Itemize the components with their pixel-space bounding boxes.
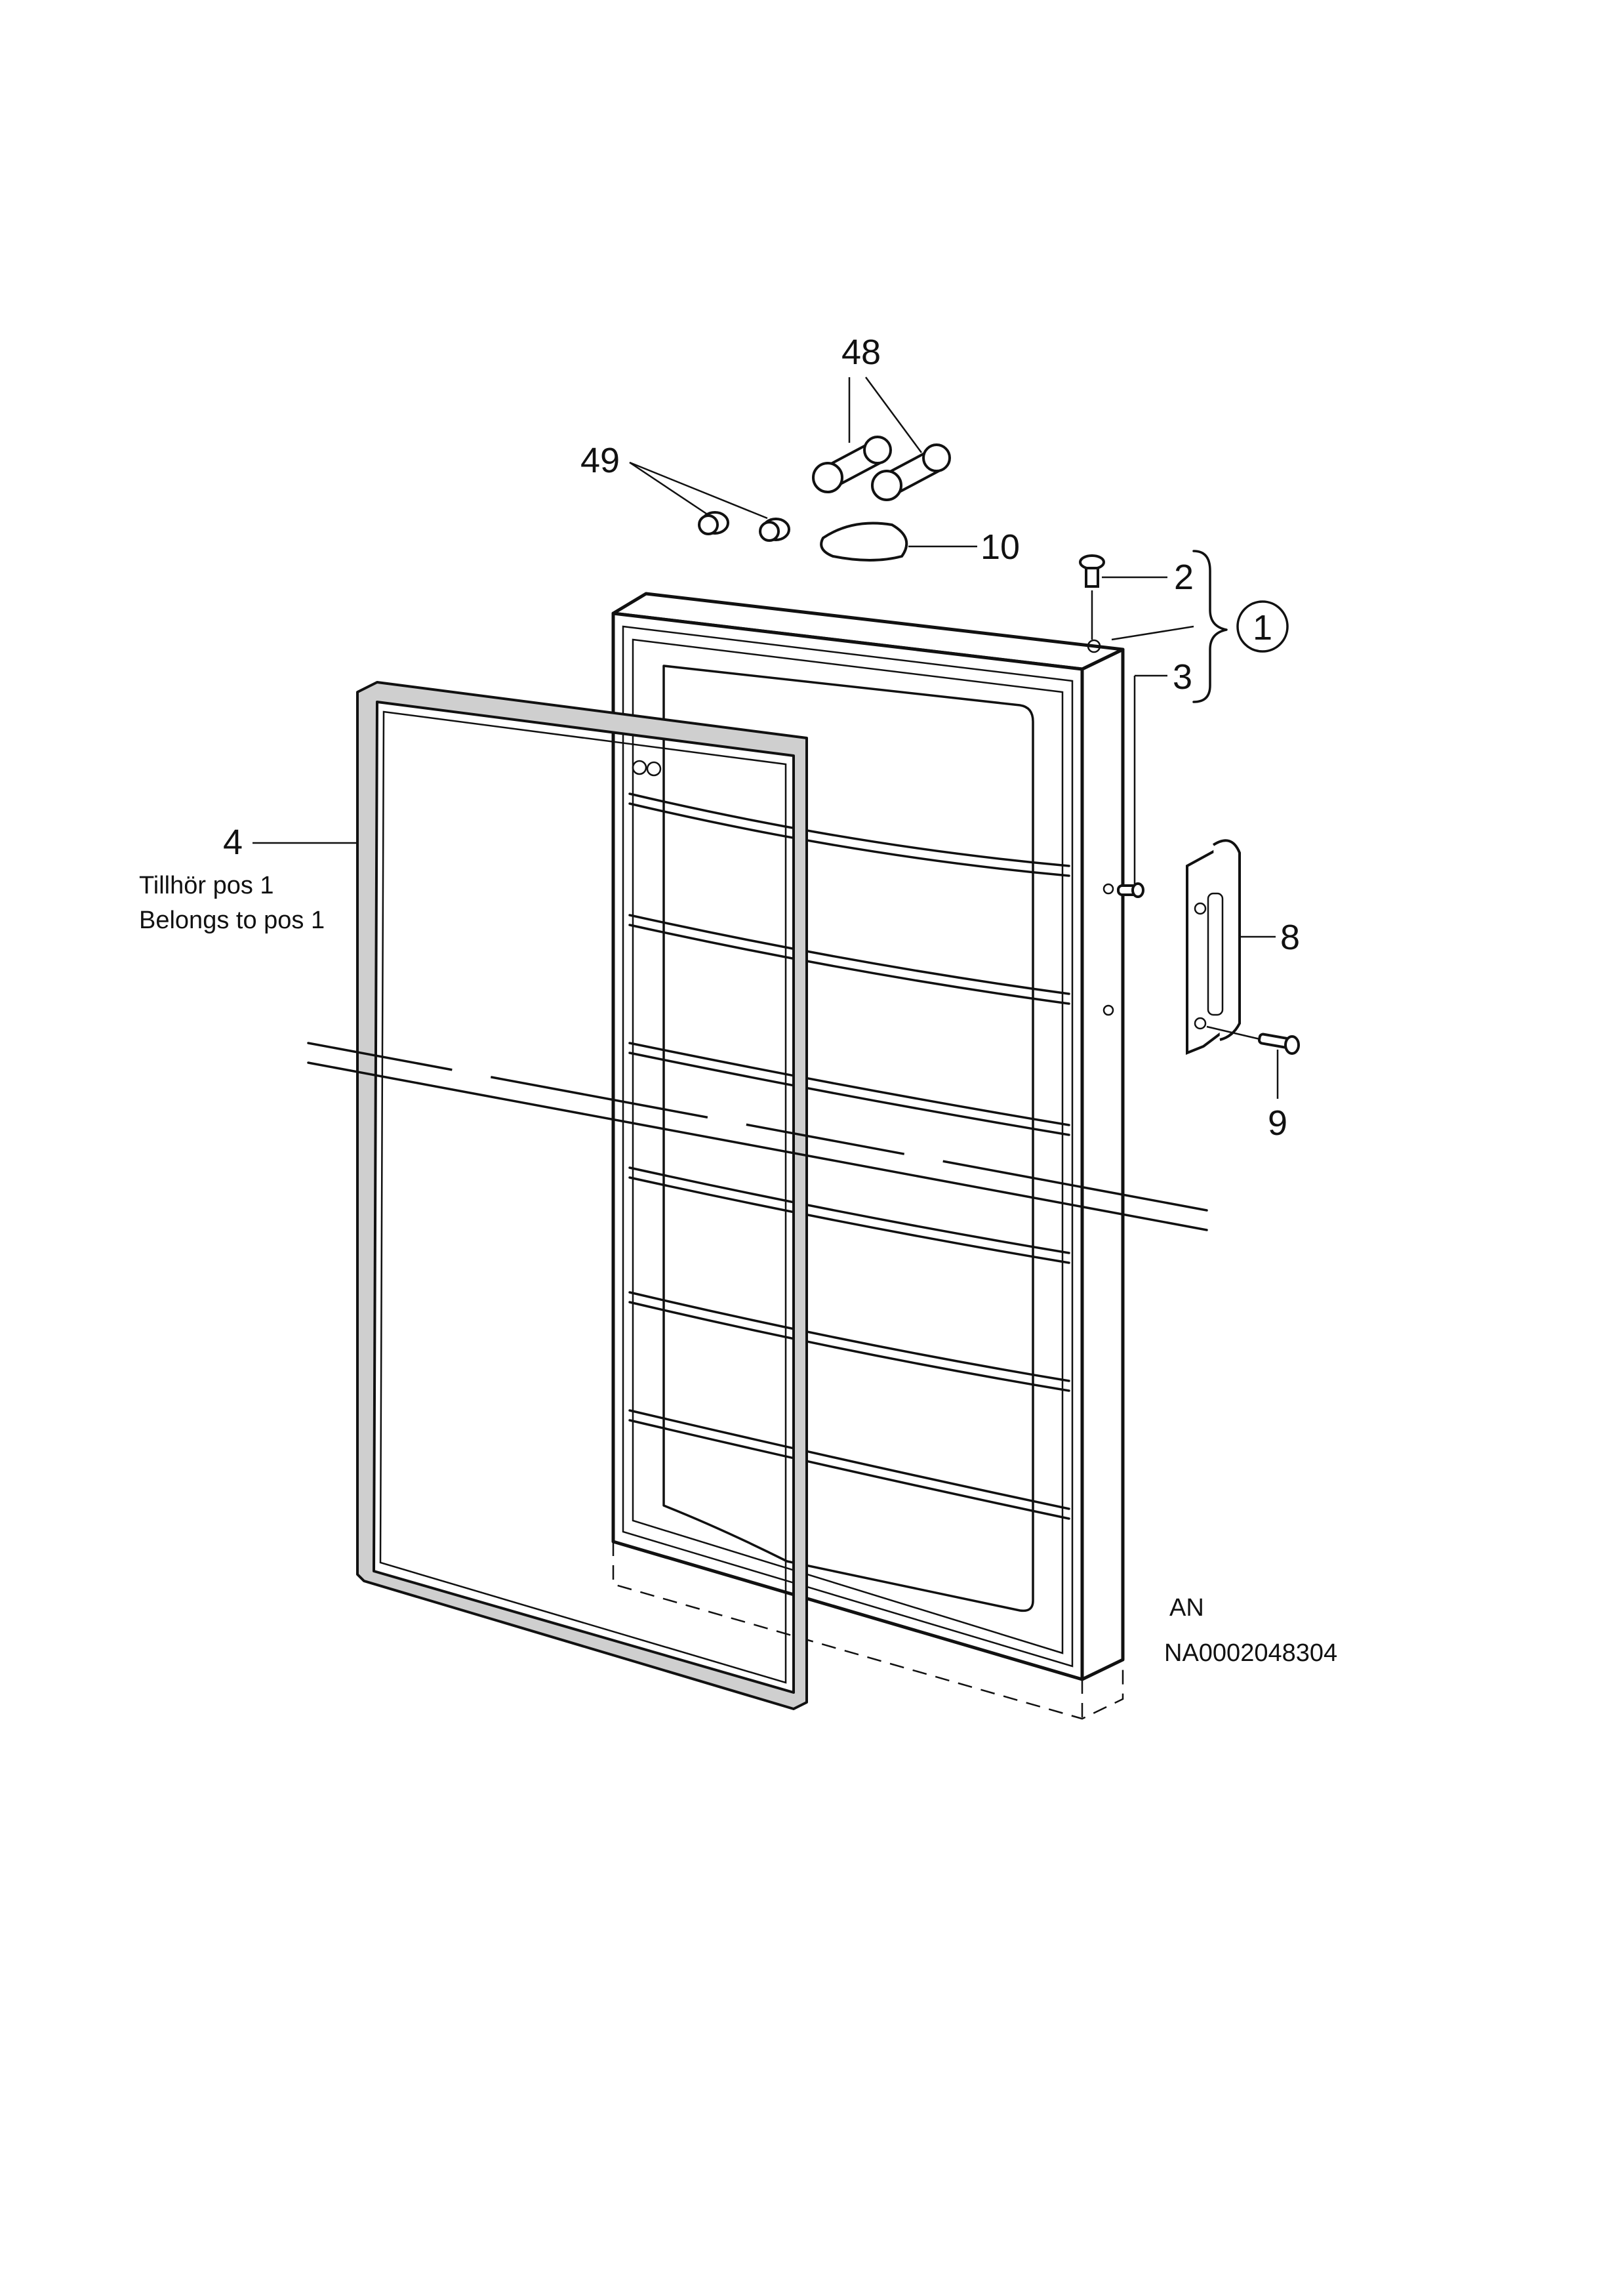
plugs <box>629 461 790 542</box>
label-4: 4 <box>223 823 243 862</box>
label-3: 3 <box>1173 657 1192 697</box>
break-lines <box>307 1042 1208 1231</box>
hinge-pins <box>812 377 951 501</box>
label-10: 10 <box>981 527 1020 567</box>
label-1: 1 <box>1253 608 1272 647</box>
label-4-note-en: Belongs to pos 1 <box>139 907 325 934</box>
handle-screw <box>1206 1025 1300 1099</box>
label-2: 2 <box>1174 558 1194 597</box>
hinge-pin <box>1117 674 1167 898</box>
code-number: NA0002048304 <box>1164 1639 1337 1667</box>
hinge-screw <box>1079 554 1167 640</box>
door-handle <box>1186 839 1276 1055</box>
label-49: 49 <box>580 441 620 480</box>
label-9: 9 <box>1268 1103 1287 1143</box>
label-48: 48 <box>841 333 881 372</box>
door-panel <box>611 592 1125 1720</box>
label-8: 8 <box>1280 918 1300 957</box>
code-an: AN <box>1169 1594 1204 1622</box>
door-gasket <box>356 681 808 1710</box>
label-4-note-sv: Tillhör pos 1 <box>139 872 274 899</box>
cover-cap <box>820 522 977 562</box>
group-bracket <box>1111 550 1289 703</box>
